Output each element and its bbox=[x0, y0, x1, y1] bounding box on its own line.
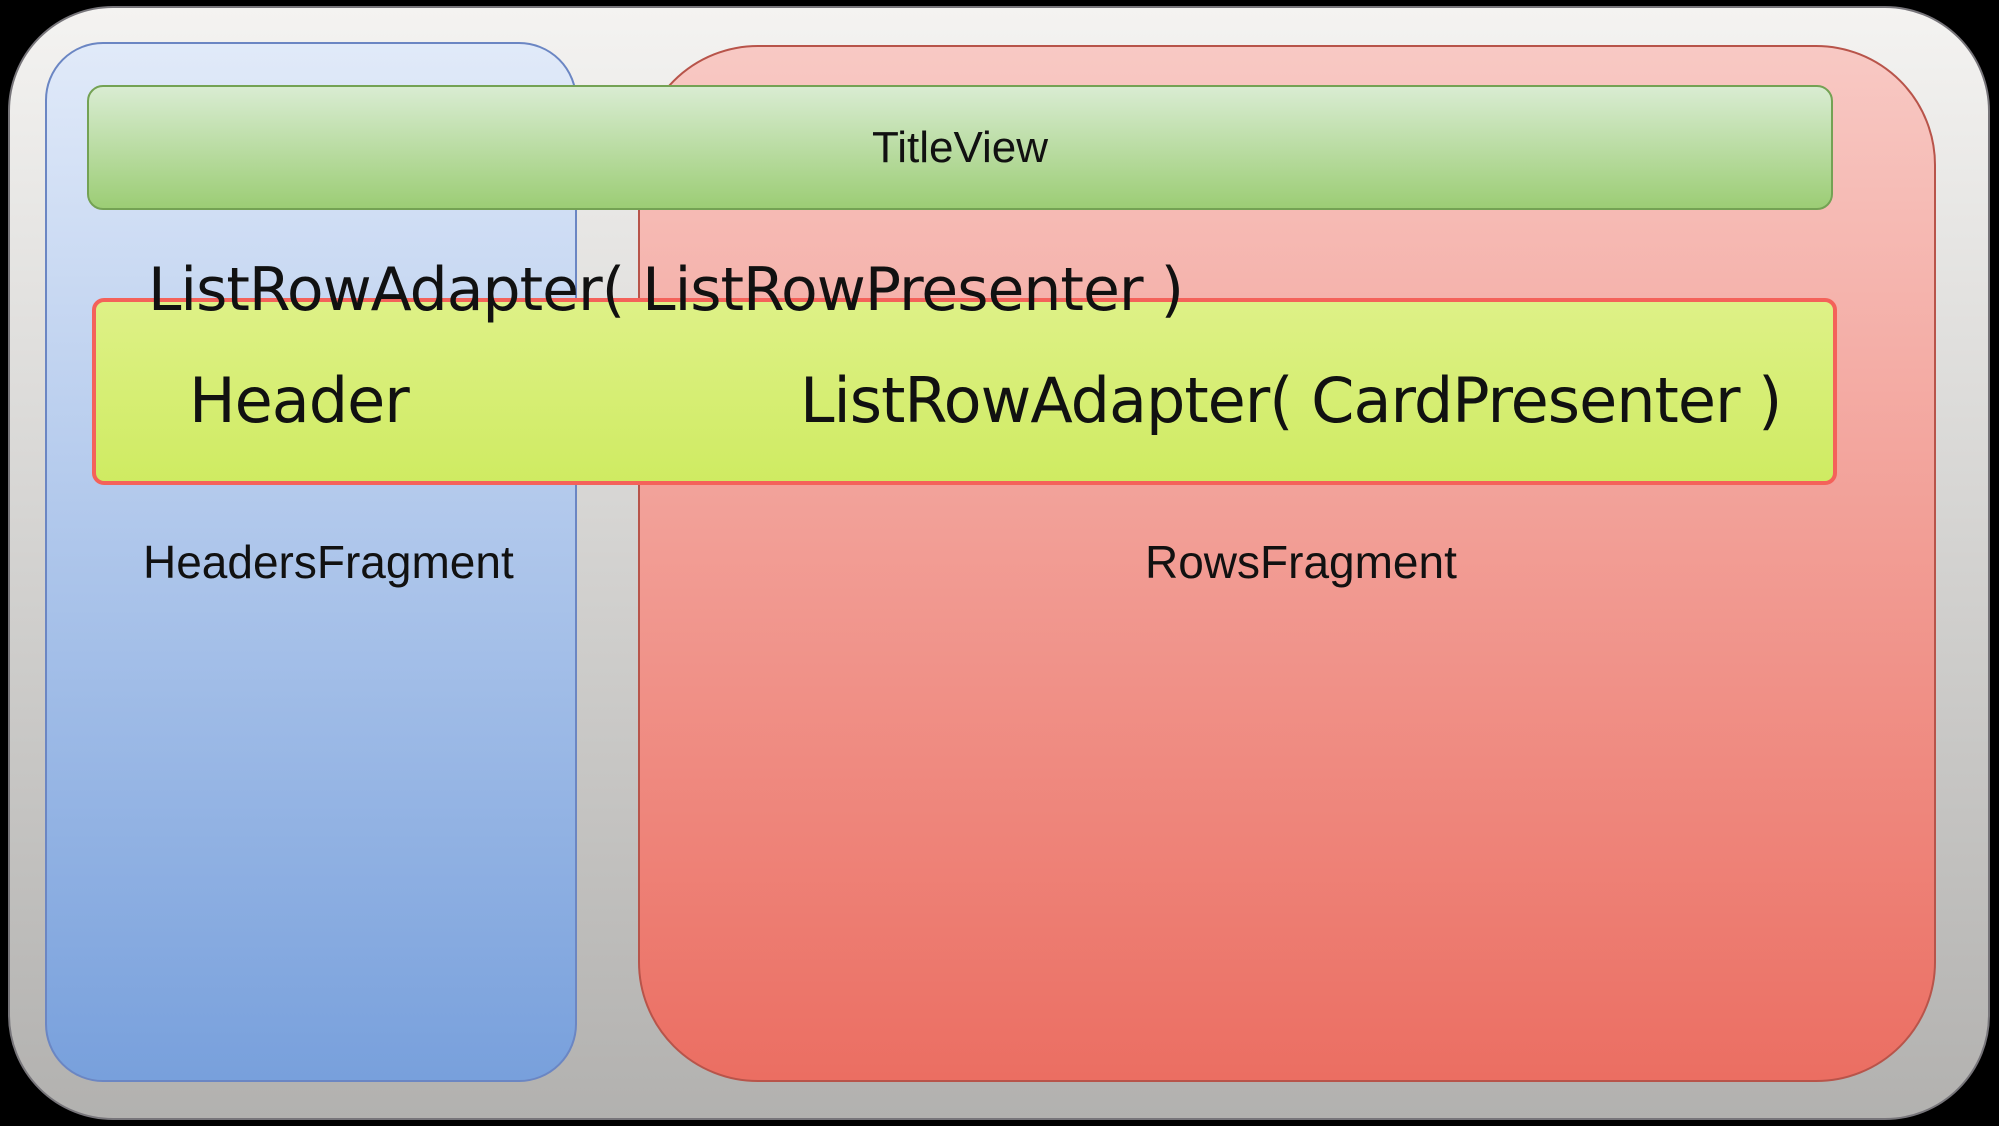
headers-fragment-panel bbox=[45, 42, 577, 1082]
headers-fragment-label: HeadersFragment bbox=[143, 536, 514, 588]
title-view-bar: TitleView bbox=[87, 85, 1833, 210]
rows-fragment-panel bbox=[638, 45, 1936, 1082]
list-row-box bbox=[92, 298, 1837, 485]
listrow-presenter-label: ListRowAdapter( ListRowPresenter ) bbox=[148, 255, 1184, 325]
card-presenter-label: ListRowAdapter( CardPresenter ) bbox=[800, 364, 1782, 437]
header-cell-label: Header bbox=[189, 364, 410, 437]
title-view-label: TitleView bbox=[871, 122, 1049, 172]
rows-fragment-label: RowsFragment bbox=[1145, 536, 1457, 588]
